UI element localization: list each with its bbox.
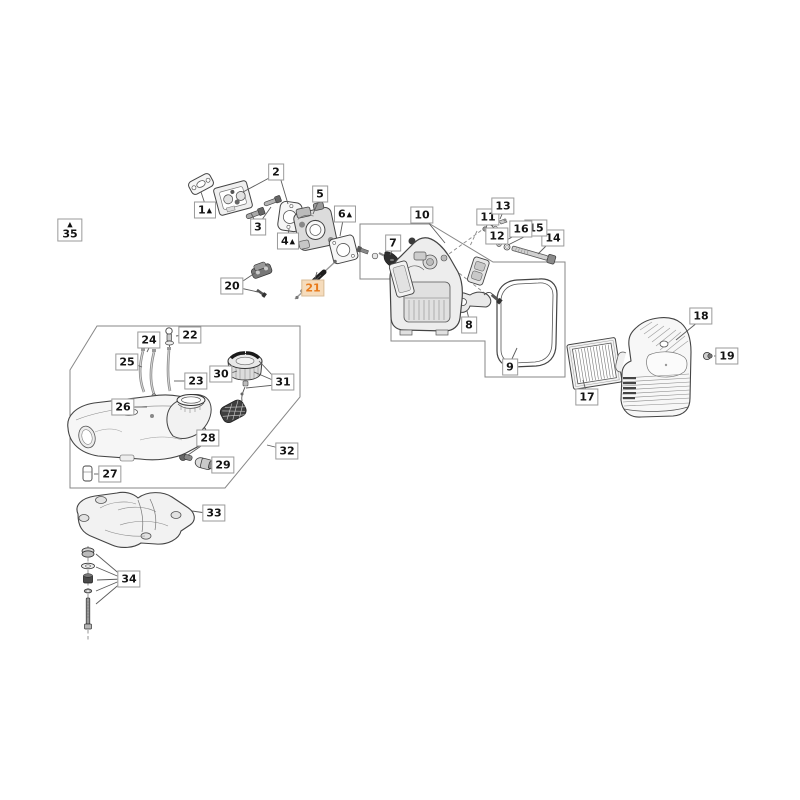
callout-part-28[interactable]: 28 <box>196 429 220 447</box>
callout-number: 9 <box>506 360 514 374</box>
part-exhaust-gasket-1 <box>188 173 214 195</box>
callout-part-9[interactable]: 9 <box>502 358 518 376</box>
part-fuel-tank-32 <box>67 394 212 462</box>
part-cover-gasket-9 <box>496 278 558 368</box>
callout-number: 8 <box>465 318 473 332</box>
callout-part-12[interactable]: 12 <box>485 227 509 245</box>
callout-number: 27 <box>102 467 118 481</box>
callout-number: 34 <box>121 572 137 586</box>
callout-number: 28 <box>200 431 216 445</box>
callout-number: 1 <box>197 203 206 217</box>
triangle-marker-icon: ▲ <box>346 210 353 218</box>
triangle-marker-icon: ▲ <box>289 237 296 245</box>
callout-part-19[interactable]: 19 <box>715 347 739 365</box>
callout-number: 19 <box>719 349 735 363</box>
callout-part-32[interactable]: 32 <box>275 442 299 460</box>
callout-number: 17 <box>579 390 595 404</box>
callout-part-1[interactable]: 1▲ <box>193 201 217 219</box>
air-filter-assembly-box <box>359 223 566 378</box>
callout-number: 18 <box>693 309 709 323</box>
callout-part-3[interactable]: 3 <box>250 218 266 236</box>
callout-part-10[interactable]: 10 <box>410 206 434 224</box>
callout-part-33[interactable]: 33 <box>202 504 226 522</box>
part-screws-3 <box>245 195 282 219</box>
callout-part-29[interactable]: 29 <box>211 456 235 474</box>
triangle-marker-icon: ▲ <box>206 206 213 214</box>
callout-number: 35 <box>62 227 78 241</box>
part-cover-knob-7 <box>356 245 400 268</box>
callout-number: 26 <box>115 400 131 414</box>
part-tank-guard-33 <box>76 491 195 548</box>
callout-part-22[interactable]: 22 <box>178 326 202 344</box>
callout-number: 12 <box>489 229 505 243</box>
callout-part-21-highlighted[interactable]: 21 <box>301 279 325 297</box>
callout-number: 21 <box>305 281 321 295</box>
part-carb-gasket-6 <box>328 234 359 265</box>
callout-number: 30 <box>213 367 229 381</box>
callout-part-7[interactable]: 7 <box>385 234 401 252</box>
part-cable-clamp-20 <box>251 261 273 298</box>
callout-number: 32 <box>279 444 295 458</box>
callout-part-17[interactable]: 17 <box>575 388 599 406</box>
callout-part-18[interactable]: 18 <box>689 307 713 325</box>
part-airbox-housing-10 <box>388 237 463 336</box>
callout-number: 2 <box>272 165 280 179</box>
callout-number: 29 <box>215 458 231 472</box>
callout-number: 16 <box>513 222 529 236</box>
callout-number: 23 <box>188 374 204 388</box>
part-fuel-filter-29 <box>194 457 216 471</box>
callout-number: 14 <box>545 231 561 245</box>
callout-part-25[interactable]: 25 <box>115 353 139 371</box>
callout-number: 6 <box>337 207 346 221</box>
callout-part-26[interactable]: 26 <box>111 398 135 416</box>
callout-number: 13 <box>495 199 511 213</box>
callout-number: 5 <box>316 187 324 201</box>
callout-number: 4 <box>280 234 289 248</box>
callout-number: 24 <box>141 333 157 347</box>
part-cable-bracket <box>467 256 503 305</box>
part-bolt-14 <box>511 245 557 265</box>
callout-number: 10 <box>414 208 430 222</box>
callout-part-16[interactable]: 16 <box>509 220 533 238</box>
callout-part-34[interactable]: 34 <box>117 570 141 588</box>
callout-part-24[interactable]: 24 <box>137 331 161 349</box>
callout-part-6[interactable]: 6▲ <box>333 205 357 223</box>
callout-number: 20 <box>224 279 240 293</box>
part-fuel-cap-30-31 <box>219 351 263 423</box>
callout-part-30[interactable]: 30 <box>209 365 233 383</box>
callout-number: 31 <box>275 375 291 389</box>
part-air-filter-17 <box>566 337 623 390</box>
callout-part-4[interactable]: 4▲ <box>276 232 300 250</box>
part-intake-manifold-2 <box>213 180 253 216</box>
part-vent-valve-22 <box>165 327 174 348</box>
callout-number: 22 <box>182 328 198 342</box>
callout-part-8[interactable]: 8 <box>461 316 477 334</box>
callout-number: 7 <box>389 236 397 250</box>
part-carburetor-5 <box>293 201 338 251</box>
callout-part-20[interactable]: 20 <box>220 277 244 295</box>
callout-number: 3 <box>254 220 262 234</box>
part-fuel-tubes-23-24-25 <box>138 347 172 399</box>
callout-part-35[interactable]: ▲35 <box>57 218 83 242</box>
callout-number: 25 <box>119 355 135 369</box>
part-engine-cover-18 <box>615 317 692 418</box>
callout-part-31[interactable]: 31 <box>271 373 295 391</box>
callout-part-2[interactable]: 2 <box>268 163 284 181</box>
fuel-tank-assembly-box <box>69 325 301 489</box>
callout-number: 33 <box>206 506 222 520</box>
part-bolt-19 <box>702 351 713 361</box>
callout-part-13[interactable]: 13 <box>491 197 515 215</box>
callout-part-27[interactable]: 27 <box>98 465 122 483</box>
callout-part-5[interactable]: 5 <box>312 185 328 203</box>
part-sleeve-27 <box>82 465 93 482</box>
callout-part-23[interactable]: 23 <box>184 372 208 390</box>
triangle-marker-icon: ▲ <box>67 220 73 229</box>
part-fastener-stack-34 <box>81 547 95 630</box>
